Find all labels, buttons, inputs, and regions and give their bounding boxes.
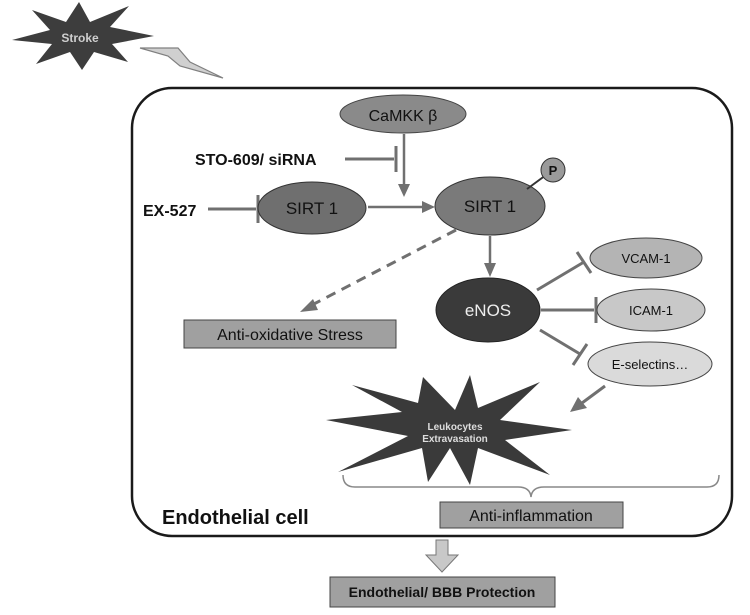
protection-down-arrow [424,539,460,573]
leukocytes-label: Leukocytes [427,422,482,433]
icam1-node [596,288,706,332]
enos-eselectin-inhibition-line [539,328,581,356]
phosphate-bond [526,174,547,190]
anti-inflammation-box [439,501,624,529]
bbb-protection-label: Endothelial/ BBB Protection [349,584,536,600]
enos-vcam-inhibition-bar [575,251,593,274]
stroke-starburst [12,2,154,70]
enos-arrowhead [484,263,496,277]
lightning-bolt-icon [139,47,224,79]
sirt1p-to-antioxidative-dashed-arrow [309,228,457,308]
enos-label: eNOS [465,301,511,320]
sirt1-phosphorylated-node [434,176,546,236]
phosphate-label: P [549,163,558,178]
sto609-sirna-label: STO-609/ siRNA [195,152,317,169]
phosphate-node [540,157,566,183]
enos-eselectin-inhibition-bar [571,343,589,366]
camkk-arrowhead [398,184,410,197]
antioxidative-arrowhead [300,299,318,312]
sirt1-arrowhead [422,201,435,213]
sirt1-node [257,181,367,235]
grouping-brace [342,474,720,498]
leukocytes-arrowhead [570,397,587,412]
enos-vcam-inhibition-line [536,260,585,292]
enos-node [435,277,541,343]
sirt1-phosphorylated-label: SIRT 1 [464,197,516,216]
leukocytes-extravasation-starburst [326,375,572,485]
sirt1-label: SIRT 1 [286,199,338,218]
e-selectins-node [587,341,713,387]
vcam1-label: VCAM-1 [621,251,670,266]
stroke-label: Stroke [61,31,99,45]
anti-oxidative-stress-label: Anti-oxidative Stress [217,327,363,344]
eselectin-to-leukocytes-arrow [581,384,606,405]
endothelial-cell-label: Endothelial cell [162,507,309,529]
icam1-label: ICAM-1 [629,303,673,318]
extravasation-label: Extravasation [422,434,488,445]
anti-inflammation-label: Anti-inflammation [469,508,593,525]
anti-oxidative-stress-box [183,319,397,349]
ex527-label: EX-527 [143,203,196,220]
vcam1-node [589,237,703,279]
endothelial-cell-boundary [130,86,734,538]
camkk-beta-node [339,94,467,134]
camkk-beta-label: CaMKK β [369,108,438,125]
e-selectins-label: E-selectins… [612,357,689,372]
bbb-protection-box [329,576,556,608]
